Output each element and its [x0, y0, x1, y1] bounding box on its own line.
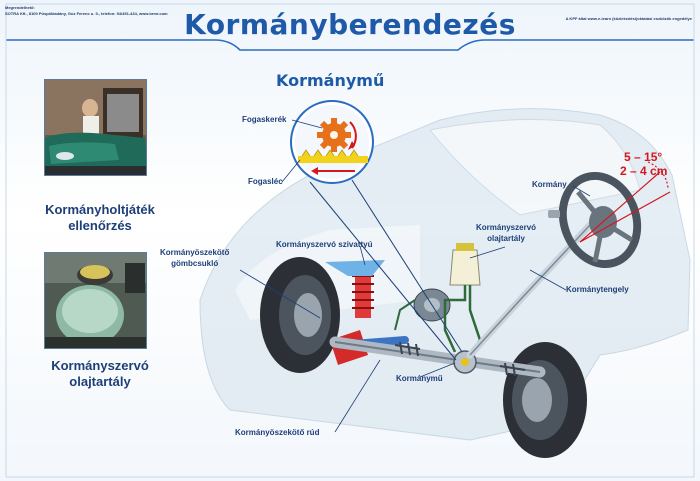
publisher-line-2: SOTRA Kft., 8100 Püspökladány, Gúz Feren…: [5, 11, 168, 16]
steering-play-angle: 5 – 15°: [624, 150, 663, 164]
photo-steering-play-check: [44, 79, 147, 176]
label-oil-reservoir-line-1: Kormányszervó: [476, 223, 537, 232]
diagram-title: Kormánymű: [276, 71, 385, 90]
label-ball-joint-line-2: gömbcsukló: [171, 259, 219, 268]
label-tie-rod-ball-joint: Kormányöszekötő gömbcsukló: [160, 247, 229, 269]
label-oil-reservoir: Kormányszervó olajtartály: [476, 222, 536, 244]
label-oil-reservoir-line-2: olajtartály: [487, 234, 525, 243]
label-power-steering-pump: Kormányszervó szivattyú: [276, 240, 373, 249]
label-gear: Fogaskerék: [242, 115, 287, 124]
photo-power-steering-reservoir: [44, 252, 147, 349]
photo-caption-2: Kormányszervó olajtartály: [51, 358, 149, 389]
label-tie-rod: Kormányöszekötő rúd: [235, 428, 320, 437]
page-title: Kormányberendezés: [184, 8, 516, 41]
photo-caption-1: Kormányholtjáték ellenőrzés: [45, 202, 155, 233]
label-steering-wheel: Kormány: [532, 180, 567, 189]
label-steering-gear: Kormánymű: [396, 374, 443, 383]
label-steering-shaft: Kormánytengely: [566, 285, 629, 294]
steering-play-distance: 2 – 4 cm: [620, 164, 668, 178]
label-ball-joint-line-1: Kormányöszekötő: [160, 248, 230, 257]
approval-text: A KPF által www.e-learn (közlekedési)okt…: [565, 16, 692, 21]
label-rack: Fogasléc: [248, 177, 283, 186]
publisher-line-1: Megrendelhető:: [5, 5, 35, 10]
publisher-info: Megrendelhető: SOTRA Kft., 8100 Püspökla…: [5, 5, 195, 17]
